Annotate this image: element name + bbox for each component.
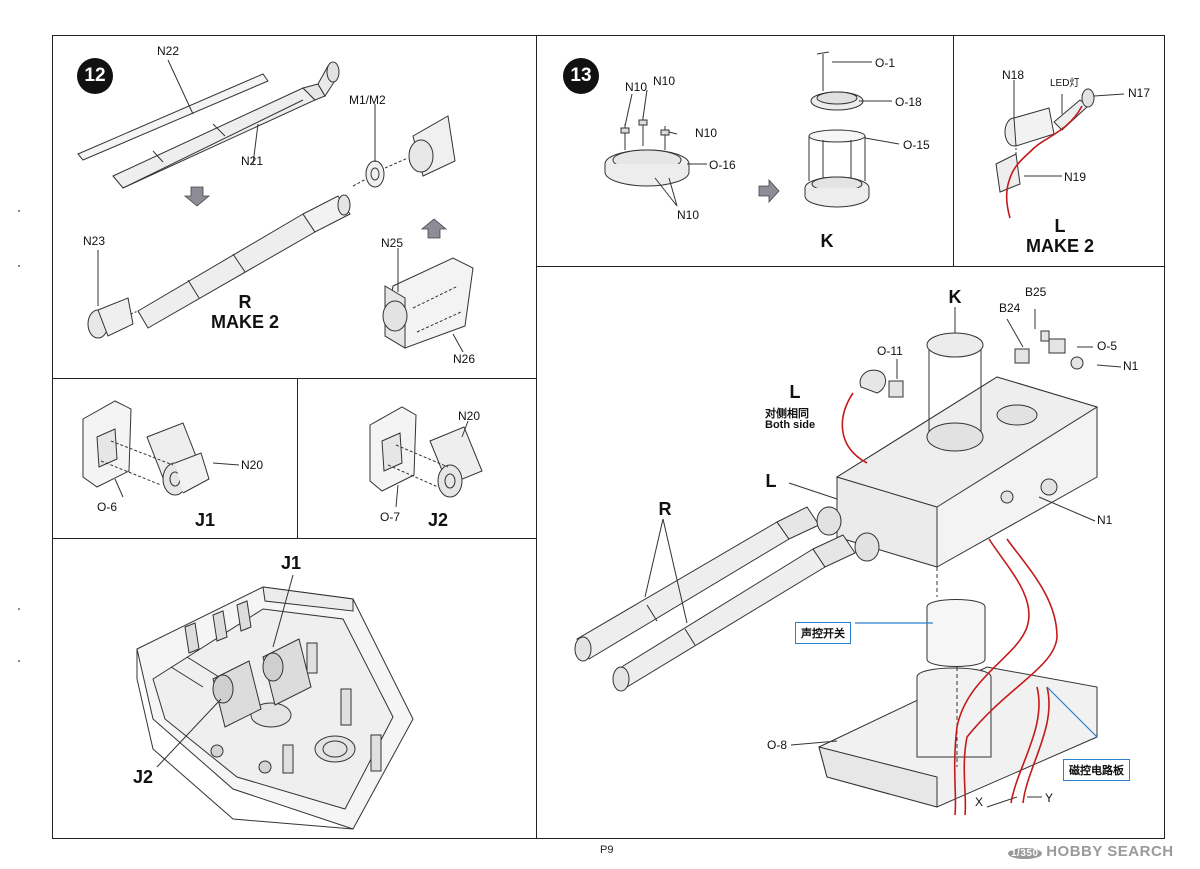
searchlight-assembly-drawing <box>995 80 1125 219</box>
label-n21: N21 <box>241 154 264 168</box>
label-n23: N23 <box>83 234 106 248</box>
j1-drawing <box>82 400 240 498</box>
watermark-text: HOBBY SEARCH <box>1046 843 1174 860</box>
label-o18: O-18 <box>895 95 922 109</box>
label-n10-a: N10 <box>625 80 648 94</box>
label-n25: N25 <box>381 236 404 250</box>
label-n1-top: N1 <box>1123 359 1139 373</box>
step-13-panel: 13 <box>536 35 954 267</box>
label-b25: B25 <box>1025 285 1047 299</box>
assembly-j1-label: J1 <box>194 510 216 530</box>
label-y: Y <box>1045 791 1054 805</box>
barrel-assembly-drawing <box>77 59 474 353</box>
label-n19: N19 <box>1064 170 1087 184</box>
label-o7: O-7 <box>380 510 401 524</box>
label-n26: N26 <box>453 352 476 366</box>
step-12-badge: 12 <box>77 58 113 94</box>
main-k-label: K <box>948 287 962 307</box>
label-j2-n20: N20 <box>458 409 481 423</box>
j2-panel: N20 O-7 J2 <box>297 378 537 539</box>
assembly-j2-label: J2 <box>427 510 449 530</box>
turret-assembly-drawing <box>574 307 1122 816</box>
margin-dot <box>18 265 20 267</box>
label-o11: O-11 <box>877 344 903 358</box>
label-n10-d: N10 <box>677 208 700 222</box>
label-led: LED灯 <box>1050 78 1080 89</box>
label-x: X <box>975 795 984 809</box>
margin-dot <box>18 210 20 212</box>
label-b24: B24 <box>999 301 1021 315</box>
label-n17: N17 <box>1128 86 1151 100</box>
hull-j2-label: J2 <box>132 767 154 787</box>
step-13-badge: 13 <box>563 58 599 94</box>
label-m1m2: M1/M2 <box>349 93 386 107</box>
sound-switch-callout: 声控开关 <box>795 622 851 644</box>
j1-panel: N20 O-6 J1 <box>52 378 298 539</box>
assembly-r-label: R <box>238 292 252 312</box>
margin-dot <box>18 608 20 610</box>
watermark: 1/350 HOBBY SEARCH <box>1008 843 1174 860</box>
label-n1-side: N1 <box>1097 513 1113 527</box>
step-12-panel: 12 <box>52 35 537 379</box>
make-2-label-l: MAKE 2 <box>1025 236 1094 256</box>
assembly-k-label: K <box>820 231 834 251</box>
main-r-label: R <box>658 499 672 519</box>
cupola-assembly-drawing <box>604 51 900 208</box>
make-2-label: MAKE 2 <box>210 312 279 332</box>
label-n10-b: N10 <box>653 74 676 88</box>
margin-dot <box>18 660 20 662</box>
label-o6: O-6 <box>97 500 118 514</box>
magnetic-board-callout: 磁控电路板 <box>1063 759 1130 781</box>
assembly-l-label: L <box>1054 216 1066 236</box>
label-o8: O-8 <box>767 738 788 752</box>
main-assembly-panel: K B25 B24 O-5 N1 O-11 L 对侧相同 Both side L… <box>536 266 1165 839</box>
label-o5: O-5 <box>1097 339 1118 353</box>
label-n10-c: N10 <box>695 126 718 140</box>
both-side-cn: 对侧相同 <box>765 408 809 420</box>
both-side-en: Both side <box>765 419 816 431</box>
label-o1: O-1 <box>875 56 896 70</box>
main-l-mid-label: L <box>765 471 777 491</box>
label-o15: O-15 <box>903 138 930 152</box>
label-n22: N22 <box>157 44 180 58</box>
label-j1-n20: N20 <box>241 458 264 472</box>
hull-drawing <box>136 574 414 830</box>
label-o16: O-16 <box>709 158 736 172</box>
hull-panel: J1 J2 <box>52 538 537 839</box>
label-n18: N18 <box>1002 68 1025 82</box>
page-number: P9 <box>600 844 614 856</box>
j2-drawing <box>369 406 483 508</box>
hull-j1-label: J1 <box>280 553 302 573</box>
step-l-panel: N18 LED灯 N17 N19 L MAKE 2 <box>953 35 1165 267</box>
main-l-top-label: L <box>789 382 801 402</box>
watermark-prefix: 1/350 <box>1008 848 1042 859</box>
